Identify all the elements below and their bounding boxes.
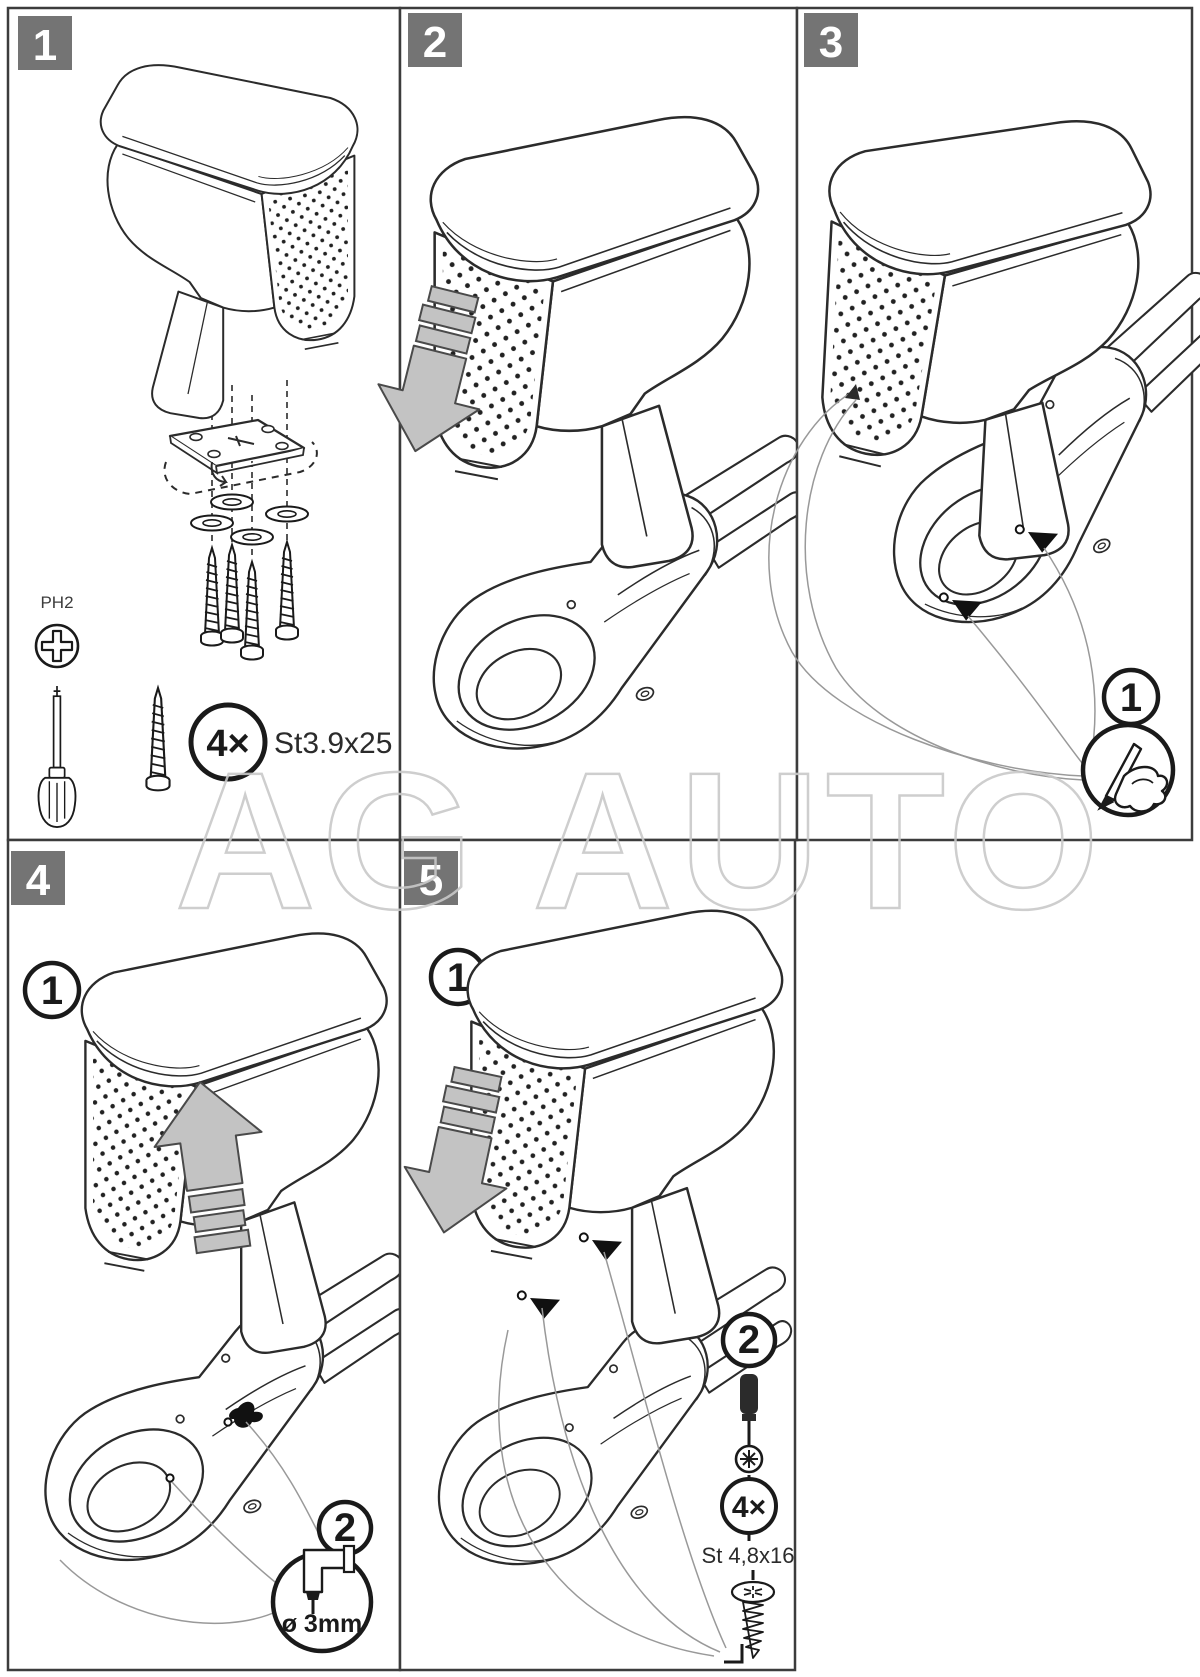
washer-icon: [265, 505, 309, 523]
watermark: AG AUTO: [175, 732, 1105, 950]
panel-badge-number: 4: [26, 856, 51, 905]
bit-size-label: PH2: [40, 593, 73, 612]
panel-badge-number: 3: [819, 18, 843, 67]
step-number: 2: [334, 1506, 356, 1550]
step-panel-1: 1: [6, 6, 402, 842]
step-number: 1: [447, 956, 469, 1000]
phillips-bit-icon: [34, 623, 80, 669]
mounting-plate: [168, 418, 306, 475]
panel-badge: [11, 851, 65, 905]
screw-spec-label: St 4,8x16: [702, 1543, 795, 1568]
leader-lines: [768, 391, 1096, 781]
step-panel-5: 5 1 2 4× St 4,8x16: [392, 838, 797, 1672]
washer-icon: [190, 514, 234, 532]
insert-arrow: [210, 461, 228, 487]
bracket-dashed-outline: [163, 441, 318, 496]
step-panel-3: 3 1: [768, 6, 1200, 842]
step-panel-2: 2: [363, 6, 807, 842]
drill-size-label: ø 3mm: [282, 1610, 363, 1638]
washer-icon: [230, 528, 274, 546]
screw-spec-label: St3.9x25: [274, 727, 392, 760]
step-panel-4: 4 1 2 ø 3mm: [6, 838, 411, 1672]
step-circle: [720, 1311, 778, 1369]
panel-badge: [408, 13, 462, 67]
quantity-label: 4×: [732, 1491, 766, 1524]
screwdriver-icon: [734, 1374, 764, 1474]
drill-point: [165, 1473, 175, 1483]
panel-badge-number: 5: [419, 856, 443, 905]
step-number: 1: [1120, 676, 1142, 720]
quantity-circle: [188, 702, 268, 782]
washer-icon: [210, 493, 254, 511]
step-number: 2: [738, 1318, 760, 1362]
panel-badge-number: 2: [423, 18, 447, 67]
panel-badge: [404, 851, 458, 905]
leader-lines: [498, 1251, 727, 1657]
pen-mark: [223, 1401, 263, 1428]
panel-badge-number: 1: [33, 21, 57, 70]
step-circle: [22, 960, 82, 1020]
quantity-label: 4×: [206, 723, 249, 765]
step-number: 1: [41, 969, 63, 1013]
panel-badge: [18, 16, 72, 70]
panel-badge: [804, 13, 858, 67]
corner-mark: [724, 1644, 744, 1664]
leader-arrowhead: [845, 384, 860, 400]
quantity-circle: [720, 1477, 778, 1535]
